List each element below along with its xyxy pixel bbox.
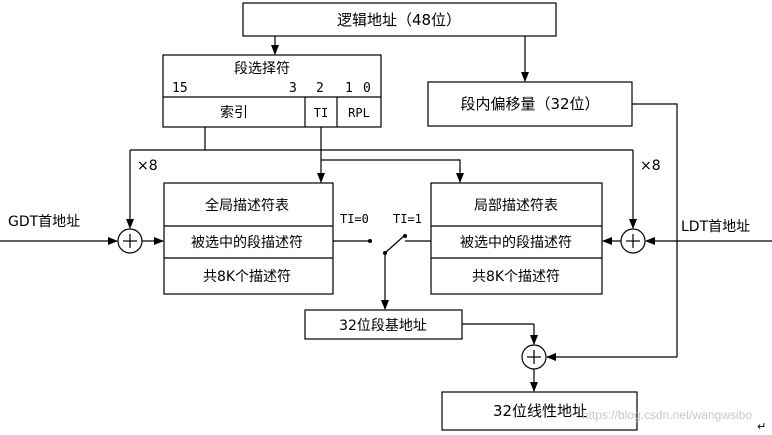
switch-contact-ldt — [403, 234, 407, 238]
segment-selector-box: 段选择符 15 3 2 1 0 索引 TI RPL — [162, 54, 382, 128]
segment-base-box: 32位段基地址 — [304, 309, 463, 340]
ti-one-label: TI=1 — [393, 212, 422, 226]
selector-title: 段选择符 — [234, 61, 290, 77]
selector-index-field: 索引 — [220, 104, 248, 121]
ldt-base-label: LDT首地址 — [681, 219, 750, 235]
selector-bit-1: 1 — [345, 81, 353, 96]
linear-adder — [521, 344, 547, 370]
gdt-table: 全局描述符表 被选中的段描述符 共8K个描述符 — [163, 182, 334, 295]
linear-address-box: 32位线性地址 — [441, 391, 638, 431]
switch-blade — [384, 234, 406, 254]
segment-base-label: 32位段基地址 — [339, 317, 427, 334]
selector-bit-2: 2 — [316, 81, 324, 96]
watermark: https://blog.csdn.net/wangwsibo — [582, 408, 752, 422]
switch-pivot — [383, 251, 387, 255]
ldt-title: 局部描述符表 — [474, 198, 558, 214]
ti-zero-label: TI=0 — [340, 212, 369, 226]
selector-rpl-field: RPL — [348, 106, 370, 120]
gdt-selected-descriptor: 被选中的段描述符 — [191, 235, 303, 251]
multiply-left-label: ×8 — [137, 158, 158, 174]
ldt-descriptor-count: 共8K个描述符 — [472, 269, 560, 285]
gdt-base-label: GDT首地址 — [8, 214, 80, 230]
gdt-adder — [117, 228, 143, 254]
gdt-descriptor-count: 共8K个描述符 — [203, 269, 291, 285]
ldt-table: 局部描述符表 被选中的段描述符 共8K个描述符 — [430, 182, 603, 295]
ldt-adder — [620, 228, 646, 254]
selector-bit-3: 3 — [289, 81, 297, 96]
selector-bit-0: 0 — [363, 81, 371, 96]
offset-box: 段内偏移量（32位） — [427, 81, 633, 127]
selector-bit-15: 15 — [172, 81, 188, 96]
selector-ti-field: TI — [314, 106, 328, 120]
logical-address-box: 逻辑地址（48位） — [242, 2, 557, 37]
switch-contact-gdt — [368, 239, 372, 243]
offset-label: 段内偏移量（32位） — [460, 95, 599, 113]
linear-address-label: 32位线性地址 — [493, 402, 587, 420]
logical-address-label: 逻辑地址（48位） — [337, 11, 461, 29]
line-index-down — [130, 127, 206, 151]
connectors — [0, 36, 772, 392]
line-offset-to-adder — [632, 103, 678, 357]
multiply-right-label: ×8 — [640, 158, 661, 174]
line-ti-to-ldt — [321, 159, 461, 170]
gdt-title: 全局描述符表 — [205, 197, 289, 214]
ldt-selected-descriptor: 被选中的段描述符 — [460, 235, 572, 251]
corner-return-mark: ↵ — [757, 420, 766, 433]
